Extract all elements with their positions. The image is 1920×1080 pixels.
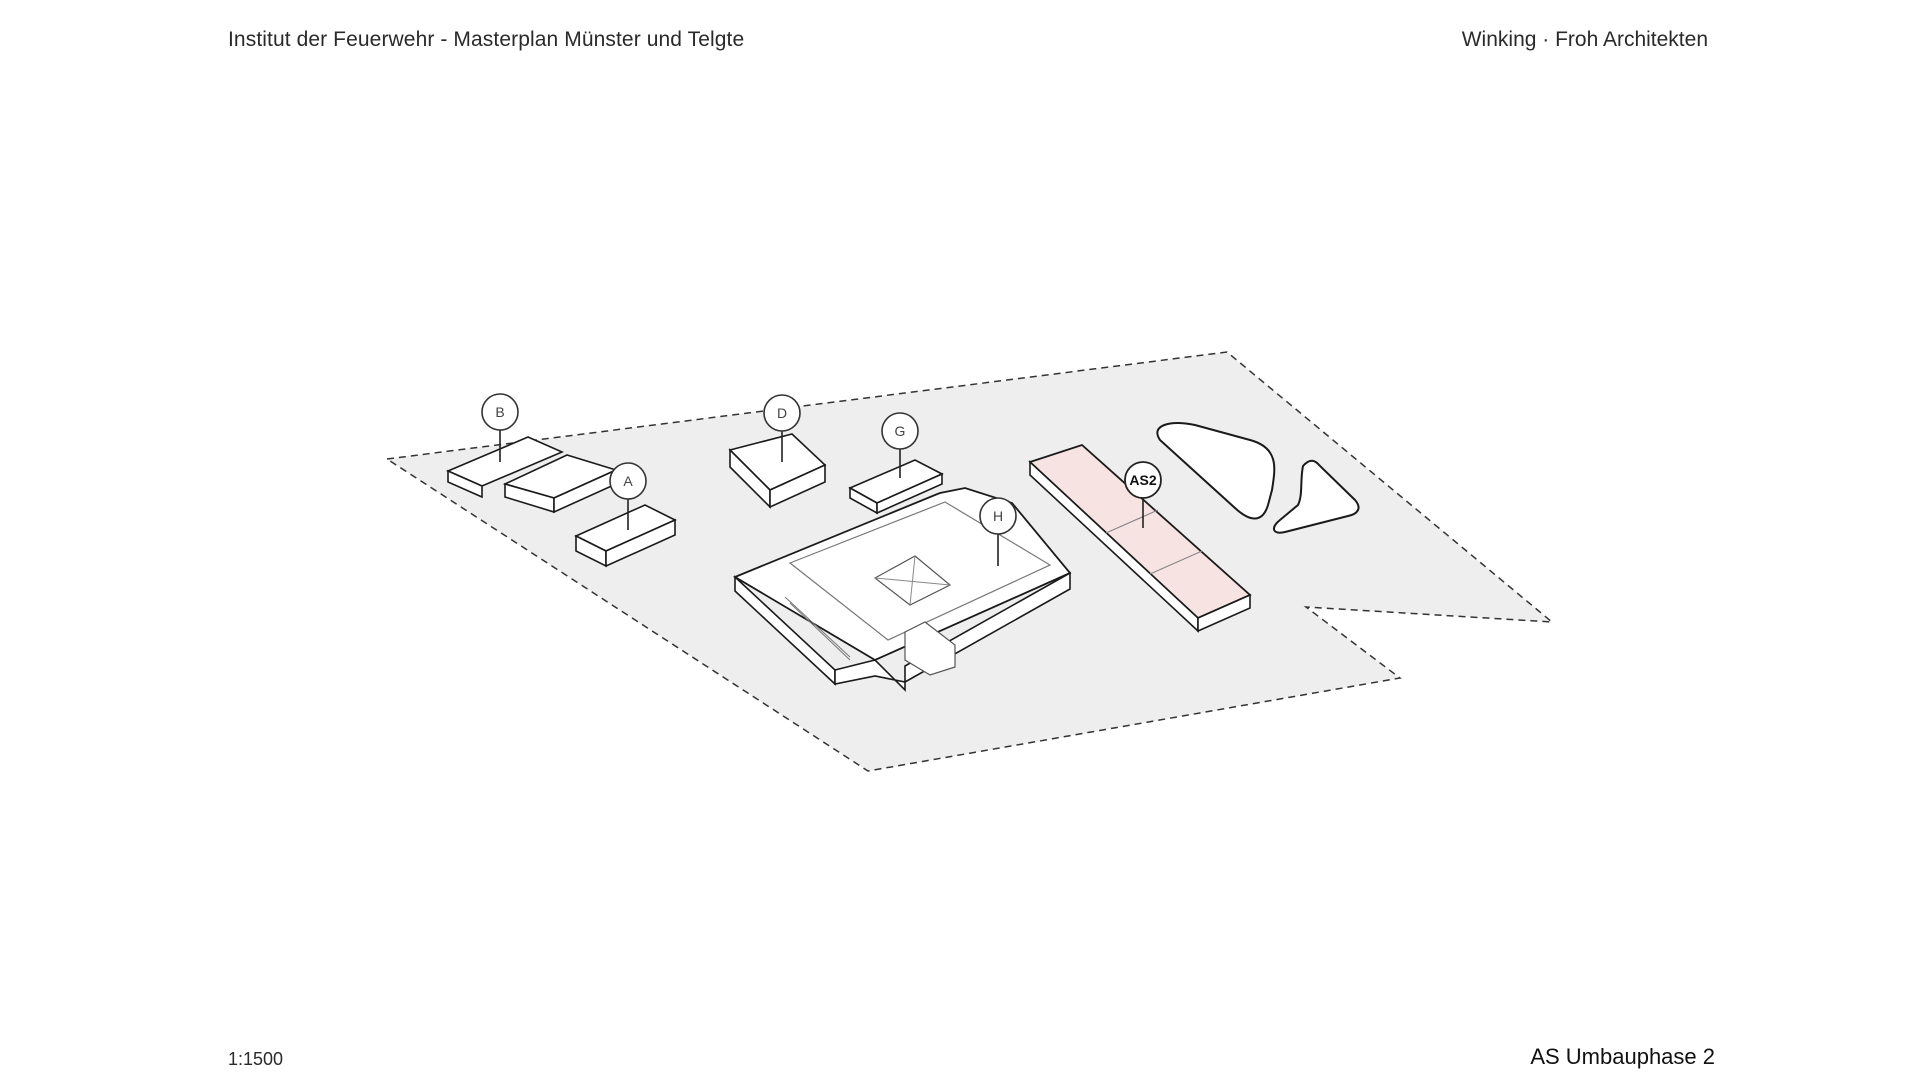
scale-label: 1:1500: [228, 1049, 284, 1069]
building-a: [574, 504, 677, 568]
building-b: [445, 436, 619, 514]
building-d: [728, 433, 827, 509]
marker-as2: AS2: [1124, 461, 1162, 528]
marker-b: B: [481, 393, 519, 462]
architects-name: Winking · Froh Architekten: [1461, 28, 1708, 51]
marker-a: A: [609, 462, 647, 530]
building-h: [732, 487, 1072, 692]
landscape-island-small: [1273, 459, 1360, 534]
building-as2: [1028, 443, 1252, 633]
marker-h: H: [979, 497, 1017, 566]
marker-g-label: G: [895, 423, 906, 439]
marker-h-label: H: [993, 508, 1003, 524]
marker-b-label: B: [495, 404, 504, 420]
project-title: Institut der Feuerwehr - Masterplan Müns…: [228, 28, 745, 51]
marker-as2-label: AS2: [1129, 472, 1156, 488]
marker-g: G: [881, 412, 919, 478]
landscape-island-large: [1156, 422, 1276, 520]
marker-a-label: A: [623, 473, 633, 489]
marker-d: D: [763, 394, 801, 462]
building-g: [848, 459, 944, 515]
phase-title: AS Umbauphase 2: [1530, 1044, 1715, 1069]
marker-d-label: D: [777, 405, 787, 421]
